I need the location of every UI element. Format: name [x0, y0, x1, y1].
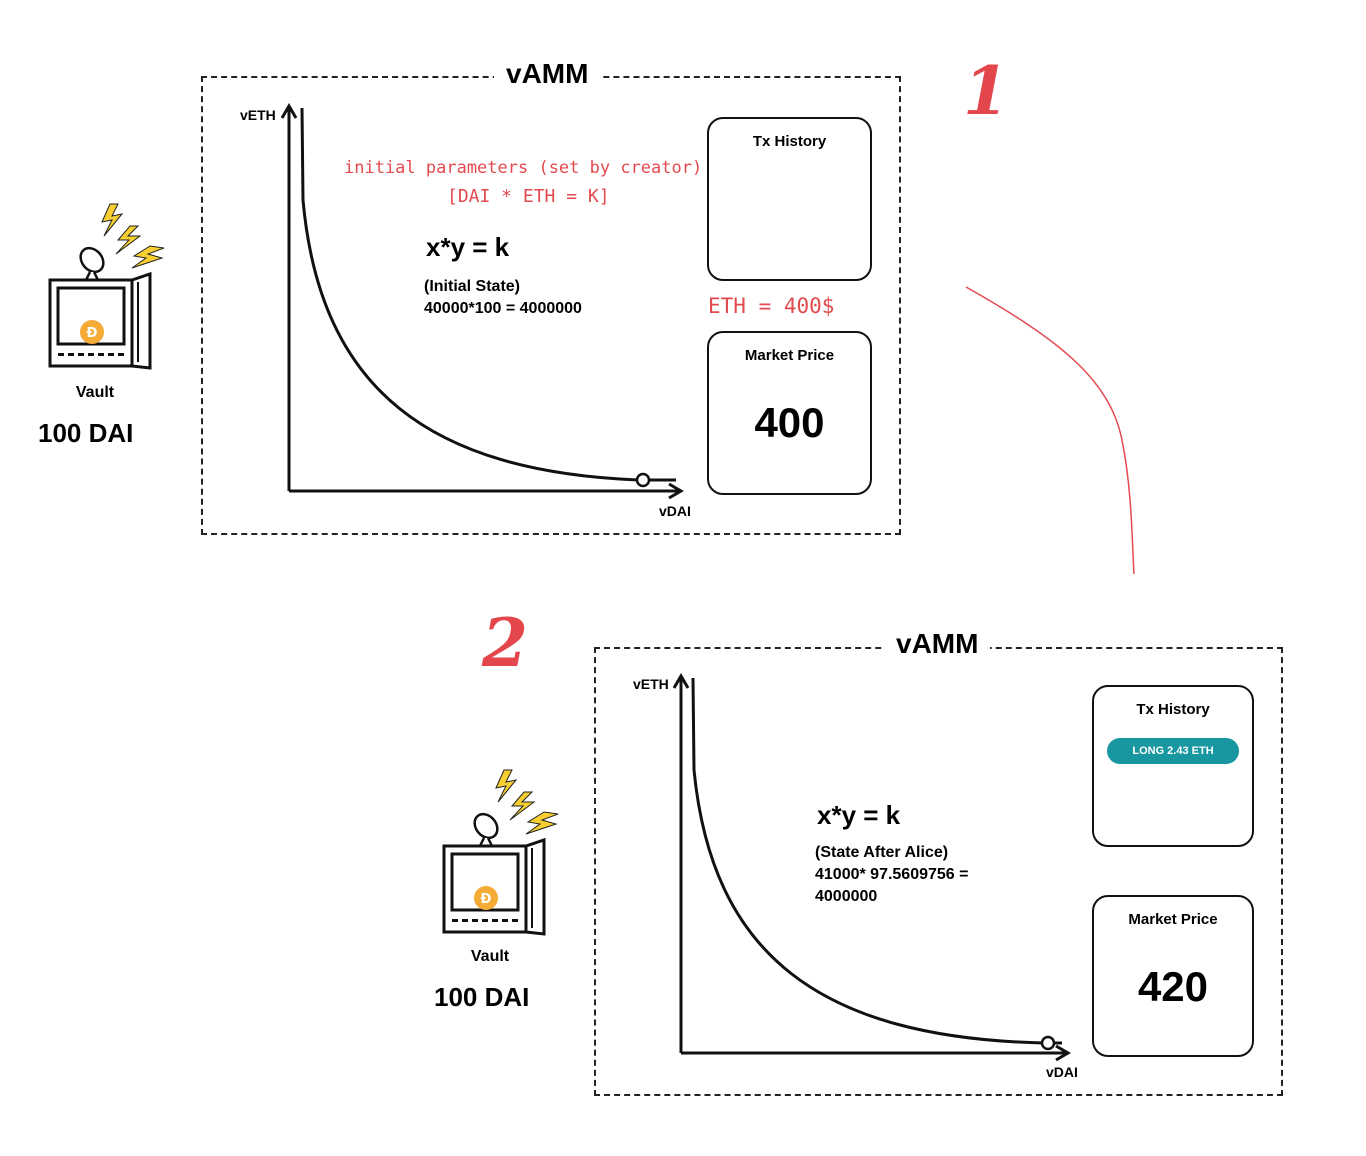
satellite-dish-icon — [473, 812, 499, 848]
state-value-2b: 4000000 — [815, 888, 878, 905]
svg-text:Đ: Đ — [481, 892, 492, 907]
market-price-value-2: 420 — [1137, 963, 1209, 1010]
step-number-1: 1 — [963, 52, 1009, 130]
lightning-icon — [101, 203, 165, 269]
dai-coin-icon — [474, 886, 498, 910]
creator-note-line2: [DAI * ETH = K] — [447, 186, 610, 207]
state-value-1: 40000*100 = 4000000 — [424, 300, 582, 317]
x-axis-label-1: vDAI — [659, 503, 691, 519]
vault-amount-1: 100 DAI — [38, 418, 134, 448]
vault-icon: Đ — [48, 203, 165, 370]
y-axis-label-1: vETH — [240, 107, 276, 123]
vault-icon: Đ — [442, 769, 559, 936]
market-price-box-2: Market Price 420 — [1092, 895, 1254, 1057]
market-price-box-1: Market Price 400 — [707, 331, 872, 495]
equation-1: x*y = k — [426, 232, 510, 262]
hyperbola-curve-1 — [300, 107, 676, 482]
state-value-2a: 41000* 97.5609756 = — [815, 866, 969, 883]
market-price-value-1: 400 — [754, 399, 825, 446]
market-price-title-2: Market Price — [1128, 911, 1218, 928]
vamm-title-1: vAMM — [494, 58, 601, 90]
market-price-title-1: Market Price — [744, 347, 835, 364]
tx-history-title-1: Tx History — [752, 133, 827, 150]
x-axis-label-2: vDAI — [1046, 1064, 1078, 1080]
x-axis-arrow-2 — [1055, 1044, 1071, 1062]
vault-amount-2: 100 DAI — [434, 982, 530, 1012]
creator-note-line1: initial parameters (set by creator) — [344, 158, 703, 178]
tx-history-box-1: Tx History — [707, 117, 872, 281]
vamm-title-2: vAMM — [884, 628, 991, 660]
hyperbola-curve-2 — [691, 677, 1062, 1045]
dai-coin-icon — [80, 320, 104, 344]
x-axis-arrow-1 — [668, 482, 684, 500]
lightning-icon — [495, 769, 559, 835]
y-axis-label-2: vETH — [633, 676, 669, 692]
tx-history-title-2: Tx History — [1136, 701, 1210, 718]
state-label-1: (Initial State) — [424, 278, 521, 295]
tx-history-box-2: Tx History LONG 2.43 ETH — [1092, 685, 1254, 847]
current-point-2 — [1040, 1035, 1056, 1051]
current-point-1 — [635, 472, 651, 488]
tx-entry-long: LONG 2.43 ETH — [1107, 738, 1239, 764]
step-number-2: 2 — [482, 604, 528, 682]
svg-text:Đ: Đ — [87, 326, 98, 341]
equation-2: x*y = k — [817, 800, 901, 830]
state-label-2: (State After Alice) — [815, 844, 949, 861]
vault-label-1: Vault — [75, 384, 115, 401]
y-axis-arrow-1 — [280, 103, 298, 119]
eth-price-note: ETH = 400$ — [708, 294, 835, 318]
y-axis-arrow-2 — [672, 673, 690, 689]
vault-label-2: Vault — [470, 948, 510, 965]
